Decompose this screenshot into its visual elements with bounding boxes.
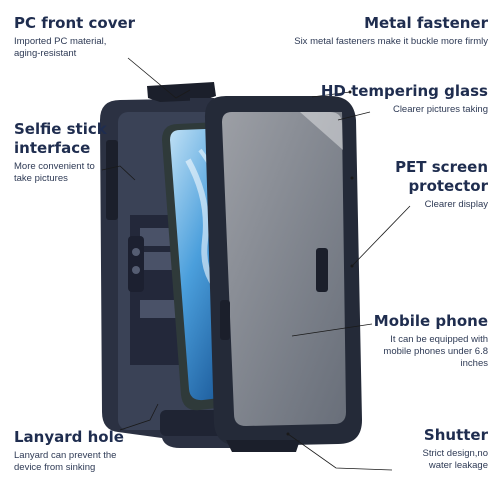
shutter-desc: Strict design,no water leakage [422, 448, 488, 471]
lanyard-desc: Lanyard can prevent the device from sink… [14, 450, 117, 473]
mobile-phone-title: Mobile phone [373, 312, 488, 330]
metal-fastener-leader [311, 91, 351, 98]
mobile-phone-callout: Mobile phone It can be equipped with mob… [374, 312, 488, 370]
mobile-phone-leader [291, 323, 373, 337]
pc-cover-title: PC front cover [14, 14, 136, 32]
pet-leader [351, 205, 411, 267]
shutter-leader [287, 433, 393, 471]
front-frame [204, 96, 362, 452]
mobile-phone-desc: It can be equipped with mobile phones un… [383, 334, 488, 369]
metal-fastener-callout: Metal fastener Six metal fasteners make … [294, 14, 488, 48]
selfie-callout: Selfie stick interface More convenient t… [14, 120, 107, 185]
hd-glass-dot [350, 176, 354, 180]
lanyard-callout: Lanyard hole Lanyard can prevent the dev… [14, 428, 124, 474]
lanyard-leader [119, 403, 159, 431]
selfie-leader [101, 165, 136, 181]
pet-protector-callout: PET screen protector Clearer display [395, 158, 488, 211]
metal-fastener-dot [348, 90, 352, 94]
metal-fastener-desc: Six metal fasteners make it buckle more … [294, 36, 488, 47]
hd-glass-desc: Clearer pictures taking [392, 104, 488, 115]
pet-protector-title: PET screen protector [395, 158, 488, 195]
pet-protector-desc: Clearer display [424, 199, 488, 210]
hd-glass-leader [337, 111, 371, 121]
metal-fastener-title: Metal fastener [364, 14, 488, 32]
pc-cover-leader [127, 57, 191, 99]
lanyard-title: Lanyard hole [14, 428, 124, 446]
pet-dot [350, 264, 354, 268]
shutter-callout: Shutter Strict design,no water leakage [423, 426, 488, 472]
selfie-desc: More convenient to take pictures [14, 161, 95, 184]
shutter-dot [286, 432, 290, 436]
hd-glass-title: HD tempering glass [320, 82, 488, 100]
selfie-title: Selfie stick interface [14, 120, 107, 157]
pc-cover-desc: Imported PC material, aging-resistant [14, 36, 107, 59]
hd-glass-callout: HD tempering glass Clearer pictures taki… [321, 82, 488, 116]
pc-cover-callout: PC front cover Imported PC material, agi… [14, 14, 135, 60]
shutter-title: Shutter [423, 426, 488, 444]
